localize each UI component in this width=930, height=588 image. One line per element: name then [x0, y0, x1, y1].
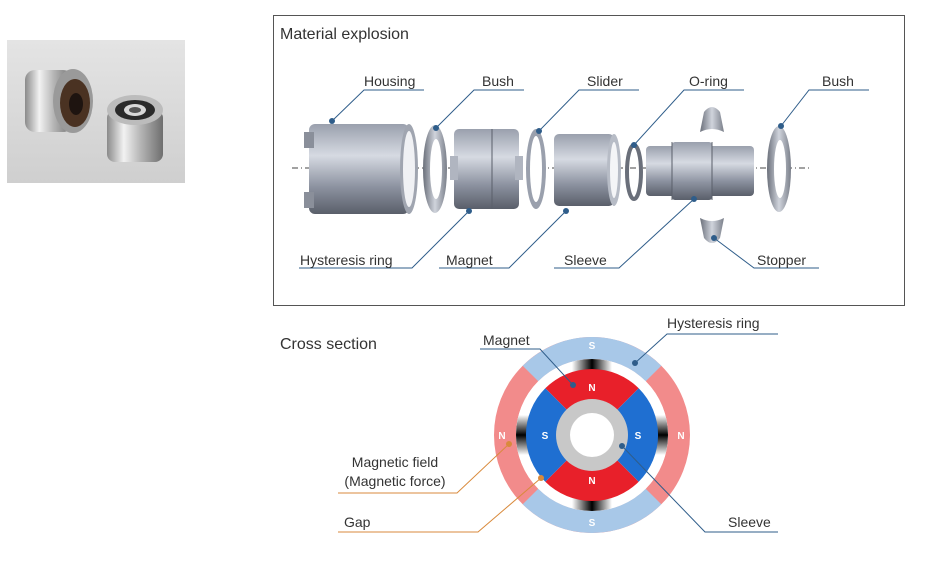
label-housing: Housing — [364, 73, 415, 89]
pole-inner-bottom: N — [588, 476, 595, 487]
stopper-bottom-part — [700, 218, 724, 243]
damper-unit-left — [25, 69, 93, 133]
cs-label-magnetic-field-1: Magnetic field — [352, 454, 438, 470]
explosion-title: Material explosion — [280, 26, 409, 43]
label-bush-right: Bush — [822, 73, 854, 89]
damper-unit-right — [107, 95, 163, 162]
bush-right-part — [767, 126, 791, 212]
bush-left-part — [423, 125, 447, 213]
label-hysteresis-ring: Hysteresis ring — [300, 252, 393, 268]
cs-label-magnet: Magnet — [483, 332, 530, 348]
cs-label-gap: Gap — [344, 514, 371, 530]
cross-section-leaders — [338, 333, 778, 533]
cs-magnetic-field — [516, 359, 668, 511]
label-magnet: Magnet — [446, 252, 493, 268]
housing-part — [304, 124, 418, 214]
pole-outer-right: N — [677, 431, 684, 442]
oring-part — [625, 143, 643, 201]
stopper-top-part — [700, 107, 724, 132]
product-photo — [7, 40, 185, 183]
cs-label-magnetic-field-2: (Magnetic force) — [344, 473, 445, 489]
pole-outer-top: S — [589, 341, 596, 352]
pole-outer-left: N — [498, 431, 505, 442]
material-explosion-panel: Material explosion — [273, 15, 905, 306]
cs-label-sleeve: Sleeve — [728, 514, 771, 530]
hysteresis-ring-part — [450, 129, 523, 209]
exploded-view: Housing Bush Slider O-ring Bush Hysteres… — [292, 73, 869, 269]
pole-inner-right: S — [635, 431, 642, 442]
cs-gap — [516, 359, 668, 511]
label-sleeve: Sleeve — [564, 252, 607, 268]
label-oring: O-ring — [689, 73, 728, 89]
pole-outer-bottom: S — [589, 518, 596, 529]
cs-sleeve — [556, 399, 628, 471]
cross-section-title: Cross section — [280, 336, 377, 353]
explosion-leaders — [299, 89, 869, 269]
sleeve-part — [646, 142, 754, 200]
cs-magnet — [525, 368, 659, 502]
magnet-part — [554, 134, 621, 206]
cs-label-hysteresis-ring: Hysteresis ring — [667, 315, 760, 331]
pole-inner-left: S — [542, 431, 549, 442]
slider-part — [526, 129, 546, 209]
label-stopper: Stopper — [757, 252, 806, 268]
cs-hysteresis-ring — [494, 337, 690, 533]
label-slider: Slider — [587, 73, 623, 89]
pole-inner-top: N — [588, 383, 595, 394]
label-bush-left: Bush — [482, 73, 514, 89]
